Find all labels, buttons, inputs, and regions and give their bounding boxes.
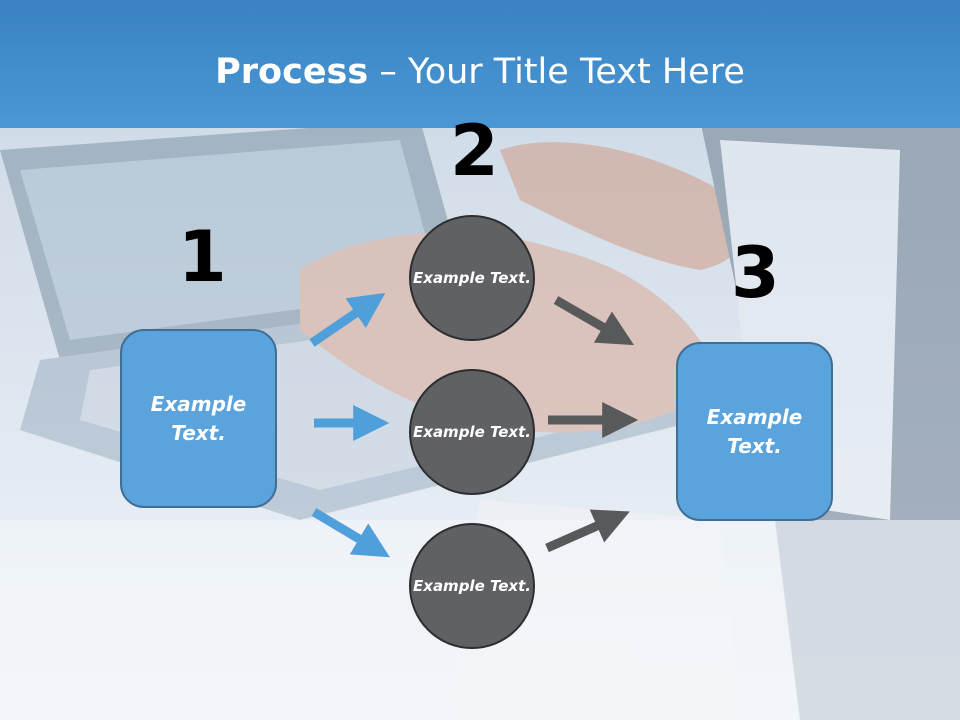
arrow-gray-up (545, 509, 630, 553)
step-number-2: 2 (450, 110, 499, 192)
step-3-label: Example Text. (706, 404, 803, 458)
circle-top-label: Example Text. (413, 268, 531, 287)
circle-bottom: Example Text. (409, 523, 535, 649)
title-rest: – Your Title Text Here (368, 52, 745, 92)
step-number-1: 1 (178, 216, 227, 298)
title-bold: Process (215, 52, 369, 92)
circle-middle: Example Text. (409, 369, 535, 495)
title-bar (0, 0, 960, 128)
slide-title: Process – Your Title Text Here (0, 52, 960, 92)
circle-bottom-label: Example Text. (413, 576, 531, 595)
arrow-gray-down (553, 296, 635, 346)
circle-middle-label: Example Text. (413, 422, 531, 441)
arrow-blue-down (311, 508, 390, 558)
arrow-blue-up (309, 292, 386, 347)
step-3-box: Example Text. (676, 342, 833, 521)
step-1-label: Example Text. (150, 391, 247, 445)
step-number-3: 3 (731, 232, 780, 314)
circle-top: Example Text. (409, 215, 535, 341)
step-1-box: Example Text. (120, 329, 277, 508)
